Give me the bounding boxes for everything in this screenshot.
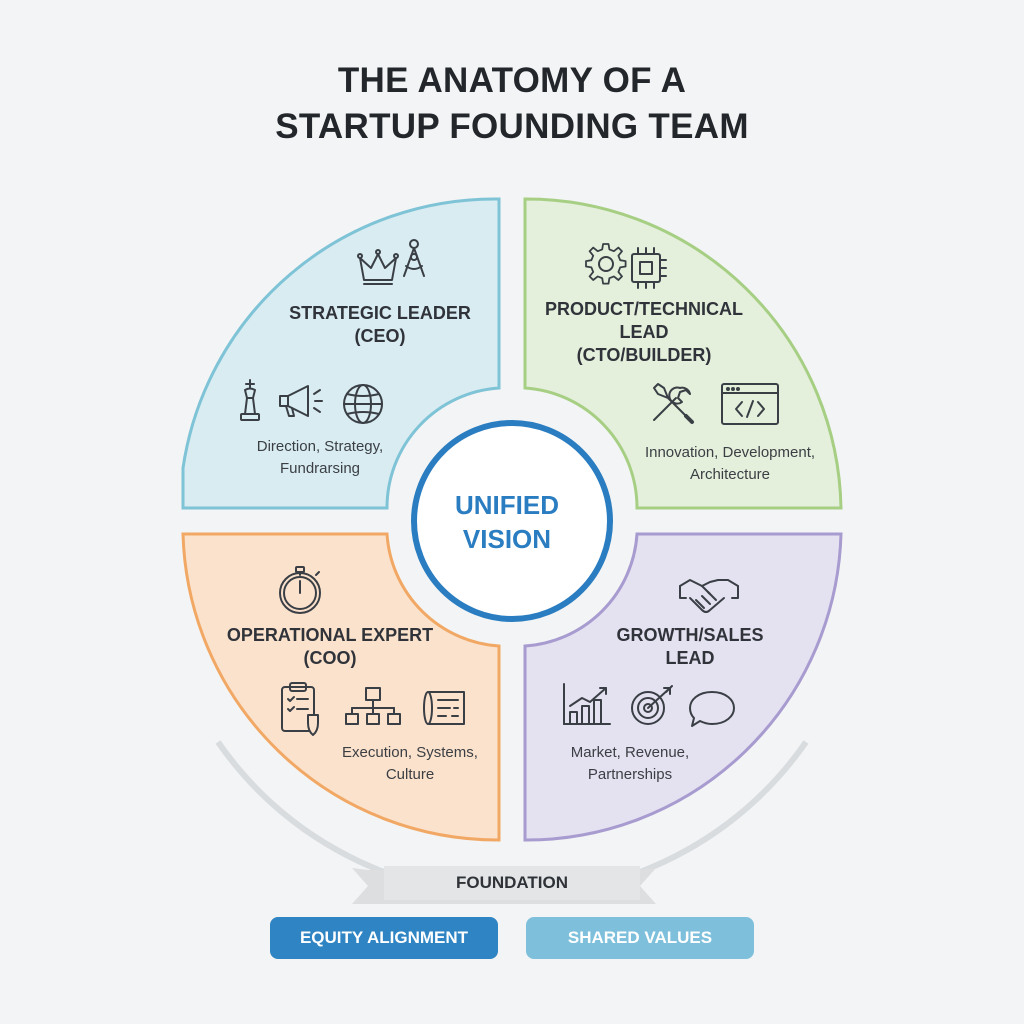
clipboard-shield-icon [281, 682, 319, 736]
desc-operational-line-1: Execution, Systems, [342, 744, 478, 761]
quadrant-growth [523, 532, 843, 842]
code-window-icon [721, 383, 779, 425]
globe-icon [343, 384, 383, 424]
title-line-2: STARTUP FOUNDING TEAM [275, 107, 749, 146]
desc-technical: Innovation, Development, Architecture [620, 442, 840, 486]
label-strategic: STRATEGIC LEADER (CEO) [270, 302, 490, 348]
foundation-label: FOUNDATION [455, 873, 569, 892]
label-technical-line-1: PRODUCT/TECHNICAL [545, 299, 743, 319]
label-technical: PRODUCT/TECHNICAL LEAD (CTO/BUILDER) [524, 298, 764, 367]
label-operational-line-1: OPERATIONAL EXPERT [226, 625, 434, 645]
desc-strategic-line-1: Direction, Strategy, [256, 438, 384, 455]
label-technical-line-2: LEAD [619, 322, 669, 342]
growth-chart-icon [563, 683, 611, 725]
gear-icon [585, 243, 627, 285]
desc-growth-line-1: Market, Revenue, [570, 744, 690, 761]
label-growth-line-1: GROWTH/SALES [616, 625, 764, 645]
foundation-banner-body [384, 866, 640, 900]
crown-icon [357, 249, 399, 285]
center-ring [411, 420, 613, 622]
label-strategic-line-2: (CEO) [354, 326, 406, 346]
center-line-2: VISION [462, 524, 552, 554]
desc-operational-line-2: Culture [385, 766, 435, 783]
label-growth: GROWTH/SALES LEAD [580, 624, 800, 670]
quadrant-operational [181, 532, 501, 842]
desc-operational: Execution, Systems, Culture [310, 742, 510, 786]
compass-icon [403, 239, 425, 277]
chess-king-icon [240, 379, 260, 421]
desc-strategic: Direction, Strategy, Fundrarsing [210, 436, 430, 480]
wrench-screwdriver-icon [653, 383, 694, 424]
label-operational: OPERATIONAL EXPERT (COO) [210, 624, 450, 670]
target-icon [631, 685, 673, 725]
megaphone-icon [279, 385, 323, 417]
desc-growth: Market, Revenue, Partnerships [530, 742, 730, 786]
circuit-chip-icon [631, 247, 667, 289]
blueprint-icon [423, 691, 465, 725]
center-line-1: UNIFIED [455, 490, 559, 520]
org-chart-icon [345, 687, 401, 725]
desc-growth-line-2: Partnerships [587, 766, 673, 783]
pill-equity-alignment: EQUITY ALIGNMENT [270, 917, 498, 959]
page-title: THE ANATOMY OF A STARTUP FOUNDING TEAM [0, 58, 1024, 150]
speech-bubble-icon [689, 691, 735, 727]
quadrant-technical [523, 197, 843, 510]
pill-shared-values: SHARED VALUES [526, 917, 754, 959]
center-vision: UNIFIED VISION [432, 488, 582, 556]
stopwatch-icon [279, 566, 321, 614]
desc-strategic-line-2: Fundrarsing [279, 460, 361, 477]
quadrant-strategic [181, 197, 501, 510]
title-line-1: THE ANATOMY OF A [337, 61, 687, 100]
label-growth-line-2: LEAD [665, 648, 715, 668]
label-technical-line-3: (CTO/BUILDER) [576, 345, 712, 365]
handshake-icon [679, 579, 739, 613]
desc-technical-line-2: Architecture [689, 466, 771, 483]
label-strategic-line-1: STRATEGIC LEADER [289, 303, 471, 323]
label-operational-line-2: (COO) [303, 648, 357, 668]
desc-technical-line-1: Innovation, Development, [644, 444, 816, 461]
